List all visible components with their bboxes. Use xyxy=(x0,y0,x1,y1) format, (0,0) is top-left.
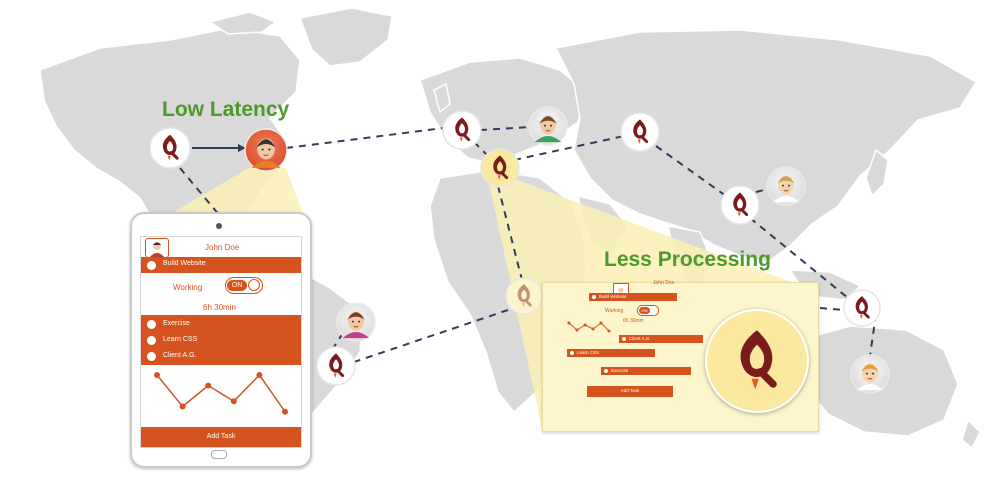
panel-build-website-label: Build Website xyxy=(599,294,627,299)
panel-toggle-on: ON xyxy=(639,307,650,314)
working-toggle[interactable]: ON xyxy=(225,277,263,294)
toggle-on-label: ON xyxy=(227,280,247,291)
build-website-checkbox[interactable] xyxy=(147,260,156,270)
big-q-logo-icon xyxy=(705,309,809,413)
task-label: Client A.G. xyxy=(163,352,197,359)
processing-panel: John Doe Build Website Working ON 6h 30m… xyxy=(542,280,819,432)
task-label: Learn CSS xyxy=(163,336,198,343)
chart-line xyxy=(156,373,286,413)
user-name: John Doe xyxy=(205,243,240,252)
tablet-camera xyxy=(216,223,222,229)
duration-text: 6h 30min xyxy=(203,303,236,312)
latency-arrow xyxy=(192,144,246,152)
user-avatar-icon xyxy=(145,238,169,258)
heading-less-processing: Less Processing xyxy=(604,248,771,271)
panel-task-exercise[interactable]: Exercise xyxy=(601,367,691,375)
user-avatar-icon xyxy=(336,302,376,342)
tablet-device: John Doe Build Website Working ON 6h 30m… xyxy=(130,212,312,468)
chart-point xyxy=(154,372,160,378)
q-logo-icon xyxy=(442,110,482,150)
panel-task-label: Exercise xyxy=(611,368,629,373)
chart-point xyxy=(256,372,263,378)
task-checkbox[interactable] xyxy=(147,320,156,329)
panel-task-learn-css[interactable]: Learn CSS xyxy=(567,349,655,357)
panel-task-label: Client A.G. xyxy=(629,336,651,341)
chart-point xyxy=(205,382,212,389)
chart-point xyxy=(179,403,186,410)
heading-low-latency: Low Latency xyxy=(162,98,290,121)
panel-add-task-button[interactable]: Add Task xyxy=(587,386,673,397)
task-checkbox[interactable] xyxy=(147,336,156,345)
task-item-client[interactable]: Client A.G. xyxy=(141,349,301,364)
panel-build-website[interactable]: Build Website xyxy=(589,293,677,301)
home-button[interactable] xyxy=(211,450,227,459)
panel-activity-chart xyxy=(567,321,611,333)
add-task-button[interactable]: Add Task xyxy=(141,427,301,447)
q-logo-icon xyxy=(316,346,356,386)
task-item-exercise[interactable]: Exercise xyxy=(141,317,301,332)
panel-add-task-label: Add Task xyxy=(620,388,640,393)
panel-task-label: Learn CSS xyxy=(577,350,600,355)
user-avatar-icon xyxy=(244,128,288,172)
task-list xyxy=(141,315,301,365)
panel-toggle[interactable]: ON xyxy=(637,305,659,316)
user-avatar-icon xyxy=(766,166,806,206)
panel-task-client[interactable]: Client A.G. xyxy=(619,335,703,343)
build-website-item[interactable]: Build Website xyxy=(141,257,301,273)
chart-point xyxy=(230,398,237,405)
task-checkbox[interactable] xyxy=(147,352,156,361)
add-task-label: Add Task xyxy=(206,433,236,440)
q-logo-icon xyxy=(843,289,881,327)
toggle-knob xyxy=(248,279,260,291)
tablet-screen: John Doe Build Website Working ON 6h 30m… xyxy=(140,236,302,448)
task-label: Exercise xyxy=(163,320,190,327)
q-logo-icon xyxy=(720,185,760,225)
build-website-label: Build Website xyxy=(163,260,206,267)
q-logo-icon xyxy=(505,277,543,315)
panel-duration: 6h 30min xyxy=(623,318,644,324)
activity-chart xyxy=(154,372,288,415)
working-label: Working xyxy=(173,283,203,292)
panel-working-label: Working xyxy=(605,308,624,314)
chart-point xyxy=(282,408,288,415)
user-avatar-icon xyxy=(528,106,568,146)
task-item-learn-css[interactable]: Learn CSS xyxy=(141,333,301,348)
panel-user-name: John Doe xyxy=(653,280,675,286)
q-logo-icon xyxy=(149,127,191,169)
user-avatar-icon xyxy=(850,354,890,394)
q-logo-icon xyxy=(480,148,520,188)
q-logo-icon xyxy=(620,112,660,152)
